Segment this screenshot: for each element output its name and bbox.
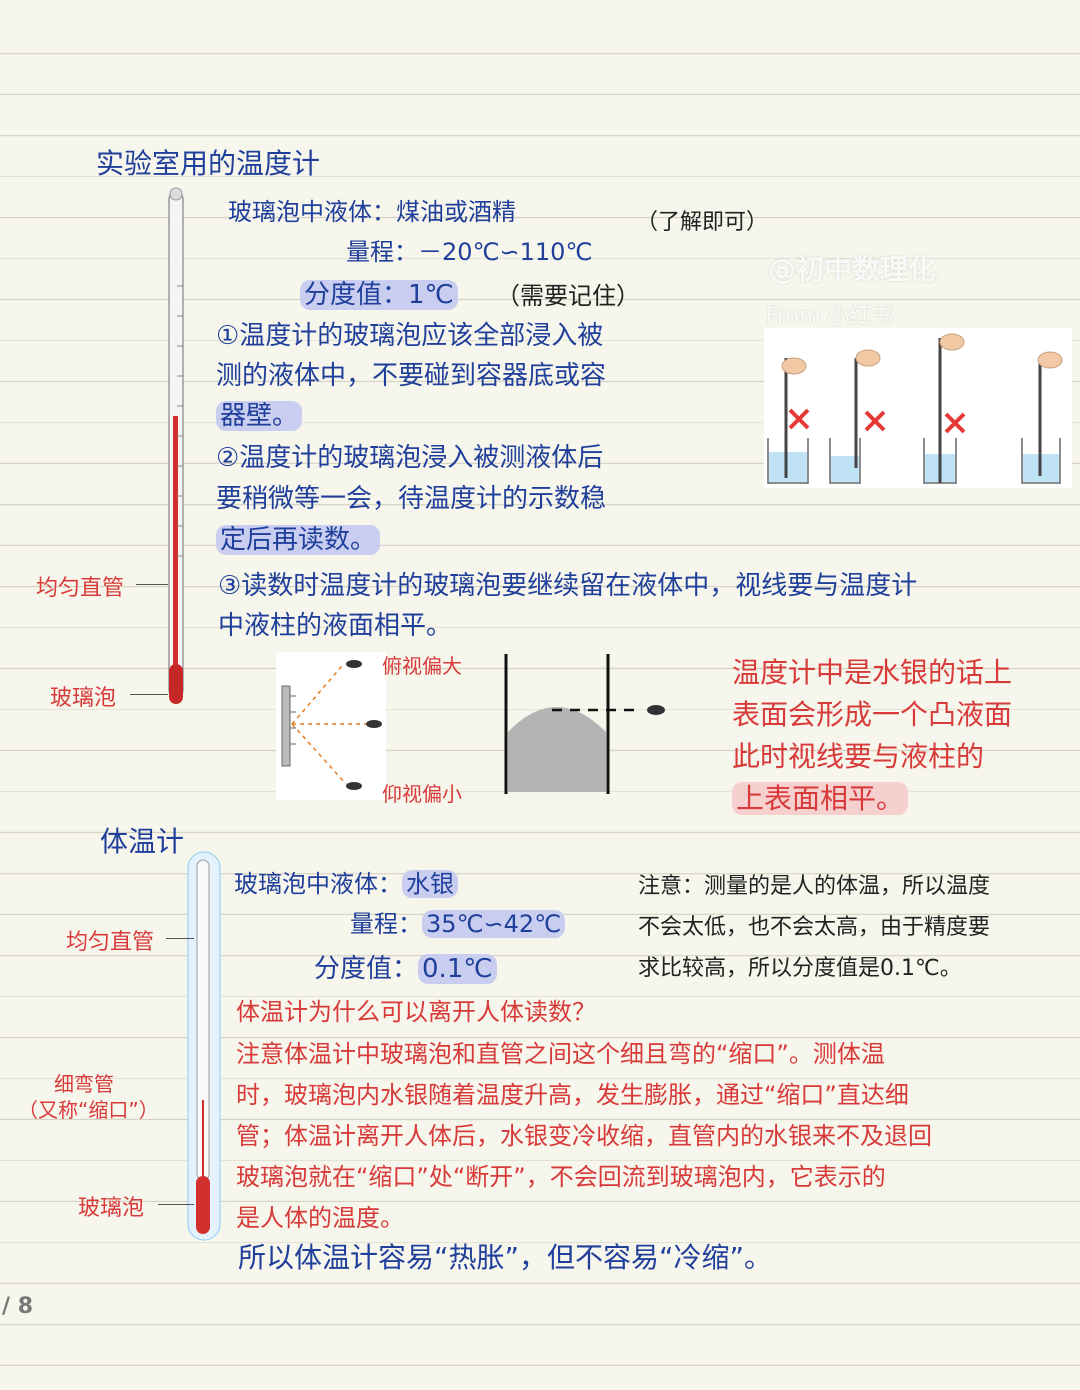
section2-title: 体温计	[100, 825, 185, 858]
eye-top-label: 俯视偏大	[382, 654, 462, 678]
clinical-bulb-label: 玻璃泡	[78, 1196, 145, 1221]
beaker-illustrations	[764, 328, 1072, 488]
clinical-note: 注意：测量的是人的体温，所以温度 不会太低，也不会太高，由于精度要 求比较高，所…	[638, 874, 991, 981]
clinical-tube-label: 均匀直管	[66, 930, 155, 955]
lab-thermometer-image	[168, 187, 184, 704]
clinical-liquid: 玻璃泡中液体：水银	[234, 864, 458, 899]
section1-title: 实验室用的温度计	[96, 147, 321, 180]
clinical-conclusion: 所以体温计容易“热胀”，但不容易“冷缩”。	[238, 1241, 773, 1274]
bend-label-2: （又称“缩口”）	[18, 1098, 159, 1122]
bend-label-1: 细弯管	[54, 1072, 114, 1096]
lab-division: 分度值：1℃	[300, 274, 458, 311]
lab-division-note: （需要记住）	[496, 282, 640, 310]
lab-tube-label: 均匀直管	[36, 576, 125, 601]
clinical-division: 分度值：0.1℃	[314, 948, 497, 985]
lab-bulb-label: 玻璃泡	[50, 686, 117, 711]
mercury-note: 温度计中是水银的话上 表面会形成一个凸液面 此时视线要与液柱的 上表面相平。	[732, 656, 1013, 815]
clinical-thermometer-image	[187, 851, 221, 1241]
watermark-handle: @初中数理化	[768, 253, 937, 286]
rule1: ①温度计的玻璃泡应该全部浸入被 测的液体中，不要碰到容器底或容 器壁。	[216, 321, 607, 431]
eye-angle-diagram	[276, 652, 386, 800]
page-indicator: / 8	[2, 1294, 34, 1319]
eye-bottom-label: 仰视偏小	[382, 782, 462, 806]
lab-range: 量程：－20℃∽110℃	[346, 238, 593, 266]
lab-liquid: 玻璃泡中液体：煤油或酒精	[228, 198, 516, 226]
rule3: ③读数时温度计的玻璃泡要继续留在液体中，视线要与温度计 中液柱的液面相平。	[218, 571, 918, 641]
clinical-explanation: 注意体温计中玻璃泡和直管之间这个细且弯的“缩口”。测体温 时，玻璃泡内水银随着温…	[236, 1040, 932, 1232]
watermark-source: From 小红书	[766, 304, 894, 329]
rule2: ②温度计的玻璃泡浸入被测液体后 要稍微等一会，待温度计的示数稳 定后再读数。	[216, 443, 607, 555]
lab-optional-note: （了解即可）	[636, 210, 769, 235]
clinical-range: 量程：35℃∽42℃	[350, 904, 566, 939]
clinical-question: 体温计为什么可以离开人体读数？	[236, 998, 596, 1026]
meniscus-diagram	[504, 654, 665, 794]
